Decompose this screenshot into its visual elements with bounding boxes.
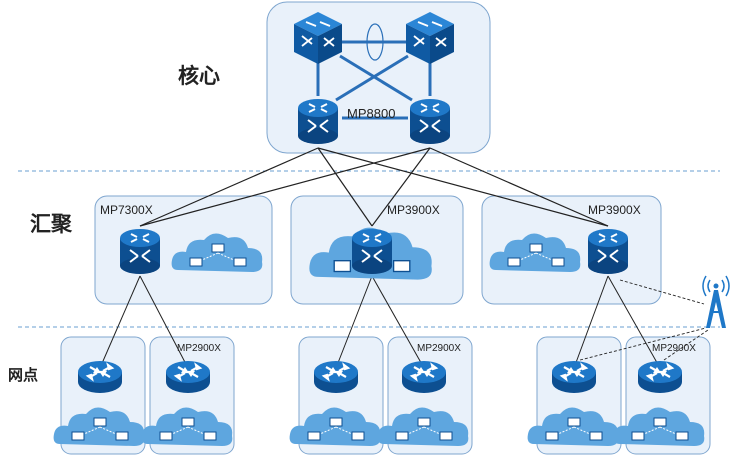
uplinks: [139, 147, 609, 227]
agg-left-label: MP7300X: [100, 203, 153, 217]
agg-switch-left-icon: [119, 228, 161, 275]
core-switch-label: MP8800: [347, 106, 396, 121]
layer-label-site: 网点: [8, 366, 39, 384]
wireless-tower-icon: [702, 275, 730, 328]
core-switch-right-icon: [409, 98, 451, 145]
site-router-4-icon: [400, 359, 448, 395]
layer-dividers: [18, 170, 720, 328]
site-router-3-icon: [312, 359, 360, 395]
agg-switch-mid-icon: [351, 228, 393, 275]
site-router-6-icon: [636, 359, 684, 395]
site-label-1: MP2900X: [177, 343, 221, 354]
stack-link-ring: [366, 23, 384, 61]
agg-right-label: MP3900X: [588, 203, 641, 217]
site-router-5-icon: [550, 359, 598, 395]
wireless-links: [579, 279, 709, 361]
site-router-1-icon: [76, 359, 124, 395]
agg-mid-label: MP3900X: [387, 203, 440, 217]
site-router-2-icon: [164, 359, 212, 395]
agg-switch-right-icon: [587, 228, 629, 275]
downlinks: [99, 275, 661, 369]
site-label-2: MP2900X: [417, 343, 461, 354]
core-switch-left-icon: [297, 98, 339, 145]
layer-label-core: 核心: [178, 64, 220, 88]
site-label-3: MP2900X: [652, 343, 696, 354]
layer-label-aggregation: 汇聚: [30, 212, 72, 236]
